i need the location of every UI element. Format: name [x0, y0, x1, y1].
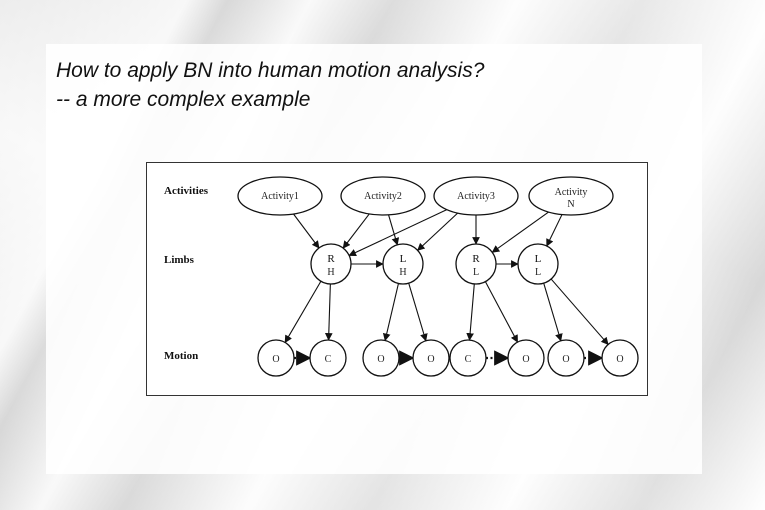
slide-title-line2: -- a more complex example: [56, 88, 311, 111]
limb-label: R: [472, 253, 480, 265]
edge-a2-rh: [342, 213, 370, 249]
edge-a3-rh: [348, 209, 448, 257]
edge-ll-m7: [543, 283, 563, 342]
limb-node-rl: RL: [455, 243, 497, 285]
motion-node-m7: O: [547, 339, 585, 377]
activity-label: Activity: [555, 187, 588, 198]
motion-node-m3: O: [362, 339, 400, 377]
limb-label-sub: L: [535, 267, 541, 278]
activity-label: Activity2: [364, 191, 402, 202]
motion-node-m5: C: [449, 339, 487, 377]
edge-an-ll: [546, 214, 563, 247]
row-label-activities: Activities: [164, 185, 209, 197]
activity-node-a2: Activity2: [340, 176, 426, 216]
edge-rh-m1: [284, 280, 322, 344]
activity-node-a3: Activity3: [433, 176, 519, 216]
motion-label: O: [522, 354, 529, 365]
slide-title-line1: How to apply BN into human motion analys…: [56, 59, 485, 82]
motion-label: O: [427, 354, 434, 365]
limb-label-sub: H: [327, 267, 334, 278]
limb-label: R: [327, 253, 335, 265]
edge-rh-m2: [324, 283, 333, 341]
activity-label-sub: N: [567, 199, 574, 210]
motion-node-m2: C: [309, 339, 347, 377]
edge-a3-lh: [417, 212, 459, 251]
motion-node-m8: O: [601, 339, 639, 377]
motion-label: O: [272, 354, 279, 365]
slide-title: How to apply BN into human motion analys…: [56, 56, 484, 114]
activity-label: Activity1: [261, 191, 299, 202]
motion-node-m4: O: [412, 339, 450, 377]
limb-node-ll: LL: [517, 243, 559, 285]
edge-a2-lh: [388, 214, 400, 246]
motion-node-m6: O: [507, 339, 545, 377]
activity-node-a1: Activity1: [237, 176, 323, 216]
edge-rl-m6: [484, 281, 519, 343]
row-label-motion: Motion: [164, 350, 198, 362]
row-label-limbs: Limbs: [164, 254, 195, 266]
edge-lh-m4: [408, 283, 428, 342]
edge-a1-rh: [293, 213, 320, 249]
edge-ll-m8: [550, 278, 609, 346]
limb-label: L: [535, 253, 542, 265]
edge-lh-m3: [382, 283, 399, 342]
limb-label-sub: L: [473, 267, 479, 278]
motion-label: O: [377, 354, 384, 365]
motion-label: C: [465, 354, 472, 365]
motion-node-m1: O: [257, 339, 295, 377]
limb-node-rh: RH: [310, 243, 352, 285]
limb-node-lh: LH: [382, 243, 424, 285]
motion-label: O: [616, 354, 623, 365]
motion-label: O: [562, 354, 569, 365]
activity-label: Activity3: [457, 191, 495, 202]
edges-layer: [284, 209, 609, 366]
limb-label: L: [400, 253, 407, 265]
motion-label: C: [325, 354, 332, 365]
edge-an-rl: [491, 211, 549, 253]
limb-label-sub: H: [399, 267, 406, 278]
edge-rl-m5: [466, 283, 475, 341]
